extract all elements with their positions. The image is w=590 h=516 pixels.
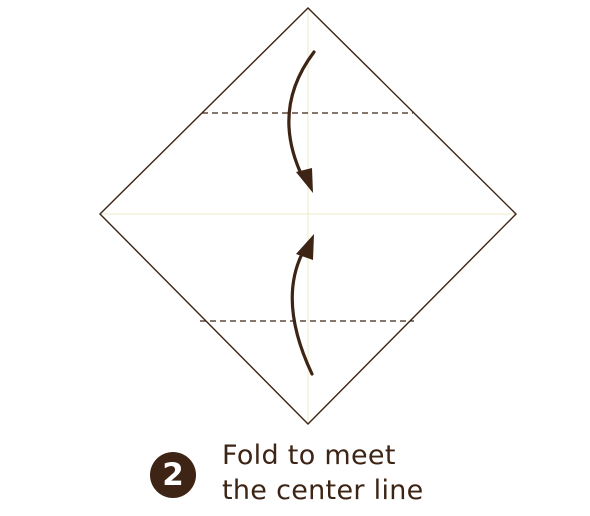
fold-down-arrow-icon	[287, 50, 316, 193]
instruction-line-2: the center line	[222, 475, 424, 506]
paper-diamond	[99, 7, 517, 425]
step-number-badge: 2	[150, 452, 196, 498]
fold-up-arrow-icon	[290, 234, 314, 376]
step-instruction: Fold to meet the center line	[222, 438, 424, 508]
instruction-line-1: Fold to meet	[222, 440, 396, 471]
